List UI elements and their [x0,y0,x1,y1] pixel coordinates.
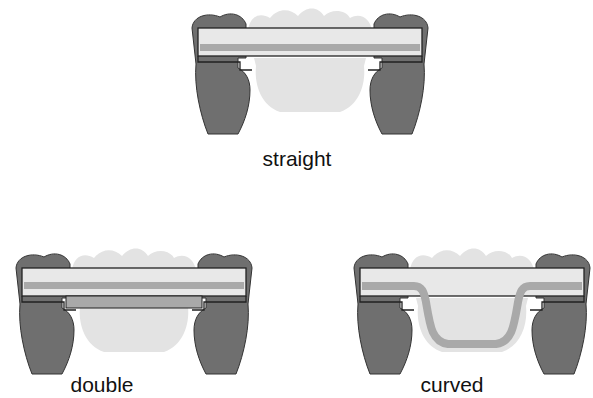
variant-label: curved [420,374,483,395]
variant-label: straight [263,148,332,169]
variant-label: double [70,374,133,395]
